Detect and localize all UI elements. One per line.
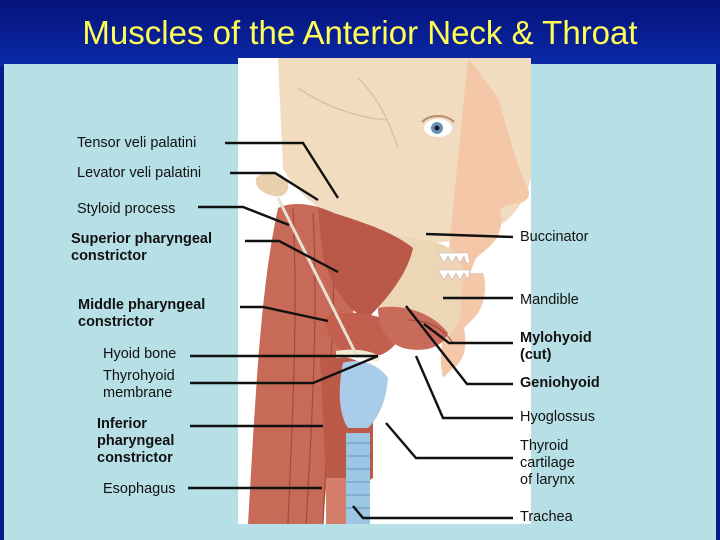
label-thyrohyoid-membrane: Thyrohyoid membrane — [103, 368, 175, 401]
label-middle-pharyngeal-constrictor: Middle pharyngeal constrictor — [78, 297, 206, 330]
label-inferior-pharyngeal-constrictor: Inferior pharyngeal constrictor — [97, 416, 175, 466]
label-levator-veli-palatini: Levator veli palatini — [77, 165, 202, 181]
title-bar — [0, 0, 720, 66]
label-tensor-veli-palatini: Tensor veli palatini — [77, 135, 197, 151]
label-styloid-process: Styloid process — [77, 201, 176, 217]
label-superior-pharyngeal-constrictor: Superior pharyngeal constrictor — [71, 231, 213, 264]
right-border — [716, 64, 720, 540]
label-esophagus: Esophagus — [103, 481, 176, 497]
slide-title: Muscles of the Anterior Neck & Throat — [82, 14, 638, 51]
label-thyroid-cartilage: Thyroid cartilage of larynx — [520, 438, 575, 488]
label-trachea: Trachea — [520, 509, 573, 525]
label-geniohyoid: Geniohyoid — [520, 375, 600, 391]
label-mylohyoid: Mylohyoid (cut) — [520, 330, 592, 363]
label-hyoid-bone: Hyoid bone — [103, 346, 177, 362]
label-mandible: Mandible — [520, 292, 579, 308]
label-buccinator: Buccinator — [520, 229, 589, 245]
anatomy-illustration — [238, 58, 531, 524]
label-hyoglossus: Hyoglossus — [520, 409, 595, 425]
